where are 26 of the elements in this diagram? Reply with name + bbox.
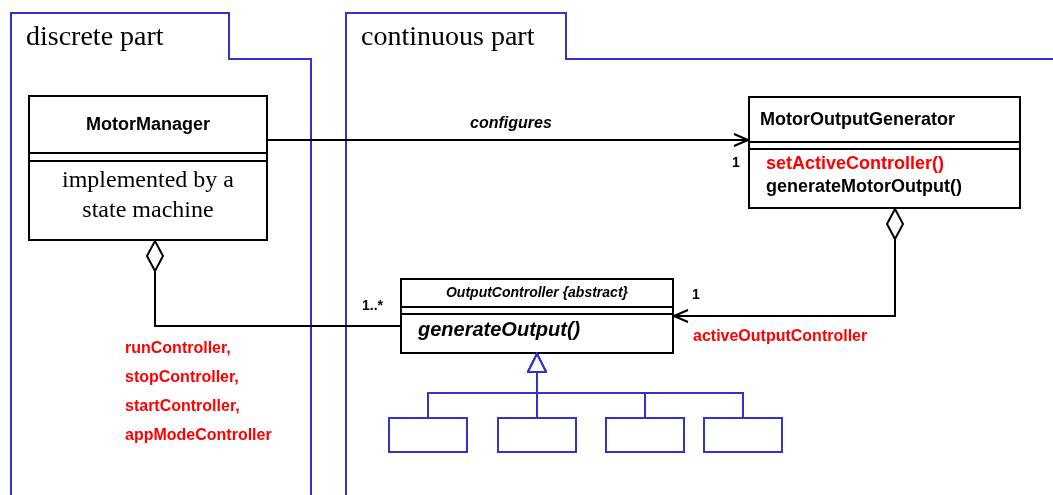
aggregation-line [146, 240, 401, 327]
association-arrow [267, 133, 749, 147]
class-name: MotorManager [86, 113, 210, 136]
package-tab: continuous part [345, 12, 567, 60]
edge-label: activeOutputController [693, 327, 868, 345]
class-note: implemented by a state machine [61, 165, 235, 224]
edge-label: runController, stopController, startController, appModeController [125, 338, 273, 445]
class-box [28, 95, 268, 241]
subclass-box [703, 417, 783, 453]
method-name: generateMotorOutput() [766, 174, 963, 197]
generalization-arrow [527, 353, 744, 418]
method-name: generateOutput() [418, 317, 582, 342]
subclass-box [388, 417, 468, 453]
multiplicity-label: 1 [732, 154, 740, 170]
class-box [400, 278, 674, 354]
edge-label: configures [470, 114, 552, 132]
aggregation-line [673, 208, 904, 323]
subclass-box [605, 417, 685, 453]
class-box [748, 96, 1021, 209]
package-tab: discrete part [10, 12, 230, 60]
subclass-box [497, 417, 577, 453]
multiplicity-label: 1..* [362, 297, 383, 313]
multiplicity-label: 1 [692, 286, 700, 302]
method-name: setActiveController() [766, 152, 946, 175]
class-name: MotorOutputGenerator [760, 108, 955, 131]
class-name: OutputController {abstract} [446, 284, 628, 302]
